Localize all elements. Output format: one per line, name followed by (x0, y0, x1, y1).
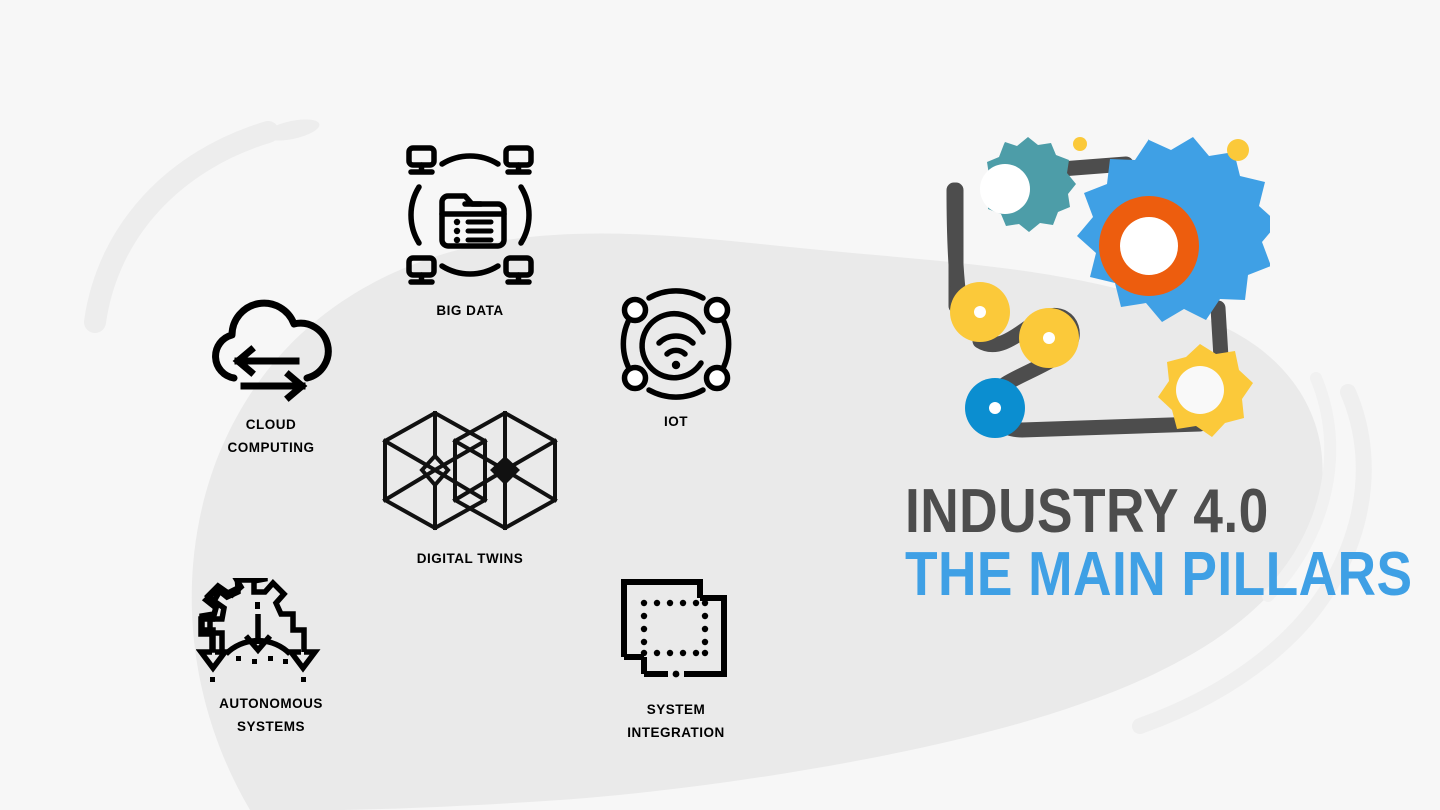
pillar-iot[interactable]: IOT (606, 286, 746, 433)
digital-twins-icon (382, 410, 558, 531)
digital-twins-filled-diamond (490, 456, 520, 485)
cloud-computing-icon (212, 299, 332, 402)
title-block: INDUSTRY 4.0 THE MAIN PILLARS (905, 477, 1413, 609)
dot-small-yellow (1073, 137, 1087, 151)
pillar-digital-twins[interactable]: DIGITAL TWINS (375, 408, 565, 570)
pillar-label-big-data: BIG DATA (436, 303, 504, 318)
dot-large-yellow (1227, 139, 1249, 161)
industry-gears-illustration (946, 137, 1270, 438)
autonomous-systems-icon (196, 578, 321, 682)
pulley-yellow-upper (950, 282, 1010, 342)
page-title: INDUSTRY 4.0 (905, 477, 1269, 546)
gear-belt-segment-left (946, 182, 968, 316)
pillar-label-autonomous-systems: AUTONOMOUS SYSTEMS (219, 696, 323, 735)
pillar-system-integration[interactable]: SYSTEM INTEGRATION (606, 574, 746, 744)
pillar-label-iot: IOT (664, 414, 688, 429)
pulley-blue (965, 378, 1025, 438)
page-subtitle: THE MAIN PILLARS (905, 539, 1413, 609)
pillar-autonomous-systems[interactable]: AUTONOMOUS SYSTEMS (196, 578, 346, 738)
iot-icon (620, 288, 732, 400)
blue-main-gear (1077, 137, 1270, 322)
pulley-yellow-lower (1019, 308, 1079, 368)
pillar-label-cloud-computing: CLOUD COMPUTING (227, 417, 315, 456)
pillar-big-data[interactable]: BIG DATA (395, 140, 545, 322)
pillar-label-system-integration: SYSTEM INTEGRATION (627, 702, 725, 741)
system-integration-icon (621, 579, 727, 678)
yellow-gear (1158, 344, 1253, 437)
big-data-icon (406, 145, 534, 285)
pillar-label-digital-twins: DIGITAL TWINS (416, 551, 524, 566)
teal-gear (980, 137, 1076, 232)
pillar-cloud-computing[interactable]: CLOUD COMPUTING (196, 292, 346, 459)
background-dash-accent (264, 119, 320, 141)
